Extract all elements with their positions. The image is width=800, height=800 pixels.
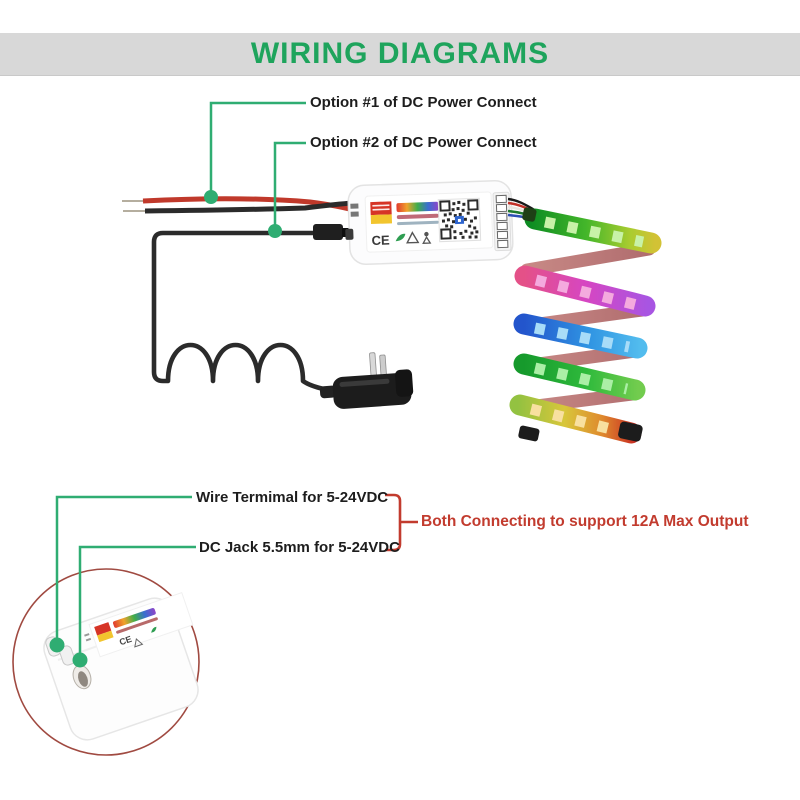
option2-label: Option #2 of DC Power Connect	[310, 134, 537, 151]
title-bar: WIRING DIAGRAMS	[0, 33, 800, 76]
qr-finder	[440, 228, 452, 240]
callout-lines-bottom	[49, 495, 196, 668]
red-power-wire	[142, 196, 354, 213]
led-strip-spiral	[509, 207, 662, 444]
strip-end-clip	[518, 425, 540, 442]
terminal-pin	[496, 212, 508, 222]
controller-wire-terminal	[350, 211, 359, 217]
logo-red-block	[94, 622, 112, 636]
tidy-man-icon	[422, 231, 432, 244]
callout-lines-top	[204, 101, 306, 238]
qr-finder	[439, 200, 451, 212]
page-title: WIRING DIAGRAMS	[250, 37, 550, 70]
option1-label: Option #1 of DC Power Connect	[310, 94, 537, 111]
both-connect-label: Both Connecting to support 12A Max Outpu…	[421, 513, 749, 530]
ce-mark: CE	[371, 232, 390, 248]
option1-callout-line	[209, 101, 306, 193]
terminal-pin	[495, 194, 507, 204]
option2-callout-dot	[268, 224, 282, 238]
strip-back-band	[520, 242, 656, 277]
label-subtext-line	[116, 617, 158, 634]
terminal-pin	[496, 221, 508, 231]
controller-dc-jack-hole	[345, 228, 354, 240]
brand-name-rainbow-text	[396, 201, 439, 213]
dc-jack-hole	[78, 671, 88, 687]
zoom-circle-outline	[12, 568, 200, 756]
led-chips-overlay	[543, 216, 645, 248]
option1-callout-dot	[204, 190, 218, 204]
label-subtext-line	[396, 213, 439, 220]
dc-cable	[151, 224, 351, 392]
wire-terminal-label: Wire Termimal for 5-24VDC	[196, 489, 389, 506]
terminal-pin	[497, 239, 509, 249]
adapter-cable-boot	[319, 385, 337, 399]
qr-code	[437, 197, 482, 243]
ce-mark: CE	[118, 634, 133, 648]
label-mark	[85, 637, 92, 642]
logo-yellow-block	[370, 214, 393, 225]
controller-device: CE	[345, 179, 514, 266]
dc-jack-callout-dot	[72, 652, 88, 668]
terminal-pin	[496, 230, 509, 240]
power-adapter	[319, 352, 414, 409]
logo-red-block	[370, 201, 392, 216]
eco-leaf-icon	[395, 233, 406, 242]
barrel-plug	[313, 224, 343, 240]
strip-end-cap	[618, 421, 643, 442]
zoom-circle-inset: CE	[12, 568, 200, 756]
logo-text-line	[372, 208, 390, 211]
led-chips-overlay	[533, 362, 629, 395]
controller-wire-terminal	[350, 203, 359, 209]
logo-yellow-block	[97, 630, 114, 643]
dc-jack-callout-line	[78, 545, 196, 655]
led-chips-overlay	[534, 274, 639, 311]
option2-callout-line	[273, 141, 306, 227]
label-subtext-line	[397, 220, 440, 226]
tidy-man-head	[424, 231, 429, 237]
recycle-triangle-icon	[134, 637, 144, 648]
recycle-triangle-icon	[406, 231, 420, 244]
brand-logo	[370, 201, 393, 225]
adapter-highlight	[339, 378, 390, 387]
brand-name-rainbow-text	[112, 608, 156, 628]
tidy-man-body	[422, 235, 432, 244]
qr-center-dot	[457, 218, 462, 223]
qr-finder	[467, 199, 479, 211]
controller-3d-label: CE	[84, 592, 194, 658]
dc-jack-label: DC Jack 5.5mm for 5-24VDC	[199, 539, 400, 556]
adapter-plug-head	[395, 369, 414, 397]
led-chips-overlay	[529, 403, 625, 438]
both-connect-bracket	[385, 493, 418, 552]
dc-wire-pair	[122, 196, 354, 214]
wire-terminal-callout-line	[55, 495, 192, 641]
wire-terminal-callout-dot	[49, 637, 65, 653]
led-chips-overlay	[533, 322, 631, 353]
output-terminal-block	[492, 191, 512, 252]
qr-modules	[441, 200, 479, 240]
coiled-power-cable	[151, 230, 325, 392]
terminal-pin	[495, 203, 508, 213]
strip-input-joint	[522, 207, 537, 222]
black-power-wire	[144, 200, 354, 214]
eco-leaf-icon	[151, 626, 157, 633]
logo-text-line	[372, 204, 390, 207]
label-mark	[84, 633, 90, 637]
